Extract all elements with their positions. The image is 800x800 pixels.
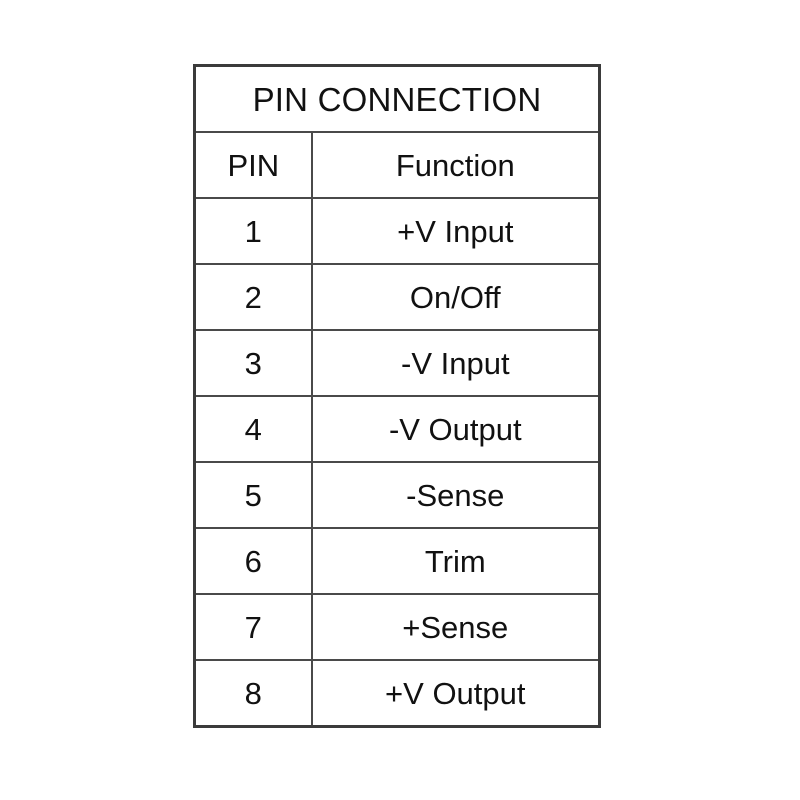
- pin-number: 1: [196, 199, 313, 263]
- pin-number: 2: [196, 265, 313, 329]
- table-row: 5 -Sense: [196, 463, 598, 529]
- column-header-pin: PIN: [196, 133, 313, 197]
- column-header-function: Function: [395, 147, 515, 183]
- pin-number: 8: [196, 661, 313, 725]
- table-row: 4 -V Output: [196, 397, 598, 463]
- pin-function: -V Input: [401, 345, 510, 381]
- table-title-row: PIN CONNECTION: [196, 67, 598, 133]
- pin-number: 4: [196, 397, 313, 461]
- pin-connection-table: PIN CONNECTION PIN Function 1 +V Input 2…: [193, 64, 601, 728]
- table-title: PIN CONNECTION: [252, 80, 542, 118]
- table-row: 3 -V Input: [196, 331, 598, 397]
- pin-number: 6: [196, 529, 313, 593]
- pin-function: +Sense: [402, 609, 509, 645]
- pin-number: 3: [196, 331, 313, 395]
- pin-number: 5: [196, 463, 313, 527]
- pin-function: Trim: [424, 543, 486, 579]
- table-header-row: PIN Function: [196, 133, 598, 199]
- table-row: 6 Trim: [196, 529, 598, 595]
- table-row: 8 +V Output: [196, 661, 598, 725]
- pin-function: +V Output: [385, 675, 526, 711]
- table-row: 7 +Sense: [196, 595, 598, 661]
- pin-function: +V Input: [397, 213, 514, 249]
- table-row: 1 +V Input: [196, 199, 598, 265]
- pin-function: -V Output: [388, 411, 522, 447]
- pin-function: -Sense: [406, 477, 505, 513]
- pin-number: 7: [196, 595, 313, 659]
- pin-function: On/Off: [409, 279, 501, 315]
- table-row: 2 On/Off: [196, 265, 598, 331]
